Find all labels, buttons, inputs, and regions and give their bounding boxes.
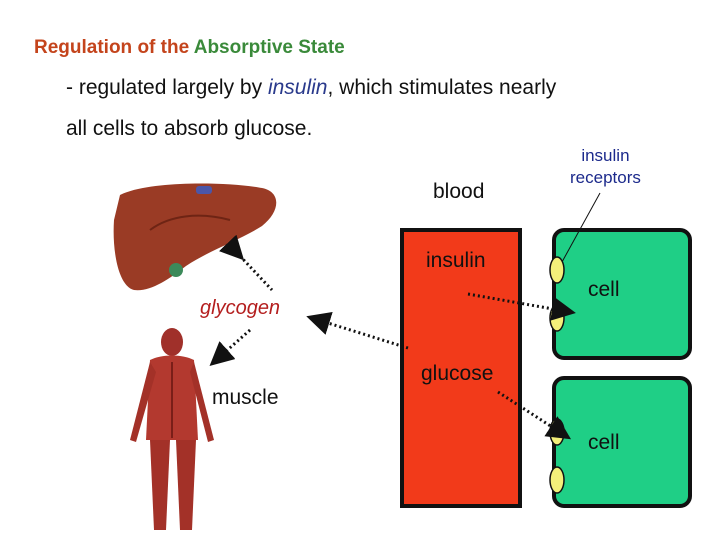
insulin-label: insulin — [426, 249, 486, 272]
arrow-insulin-cell — [467, 292, 576, 321]
blood-label: blood — [433, 180, 485, 203]
arrow-blood-glycogen — [306, 311, 409, 350]
receptors-label-line-2: receptors — [570, 168, 641, 187]
cell-top-label: cell — [588, 278, 620, 301]
cell-bottom-label: cell — [588, 431, 620, 454]
glucose-label: glucose — [421, 362, 494, 385]
arrow-liver-glycogen — [218, 234, 274, 292]
liver-image — [113, 183, 277, 291]
slide-title: Regulation of the Absorptive State — [34, 37, 345, 59]
insulin-receptor-1 — [549, 256, 565, 284]
bullet-insulin-word: insulin — [267, 76, 328, 99]
gallbladder-shape — [169, 263, 183, 277]
arrow-glycogen-muscle — [209, 328, 251, 366]
arrow-glucose-cell — [497, 390, 572, 440]
insulin-receptors-label: insulin receptors — [570, 145, 641, 189]
muscle-label: muscle — [212, 386, 279, 409]
bullet-text-post: , which stimulates nearly — [327, 76, 557, 99]
cell-top — [552, 228, 692, 360]
receptor-pointer-line — [561, 192, 601, 263]
muscle-figure-image — [130, 328, 214, 530]
glycogen-label: glycogen — [200, 297, 281, 319]
insulin-receptor-4 — [549, 466, 565, 494]
bullet-text-pre: - regulated largely by — [66, 76, 268, 99]
bullet-line-1: - regulated largely by insulin, which st… — [66, 76, 556, 100]
title-part-2: Absorptive State — [193, 37, 345, 58]
receptors-label-line-1: insulin — [581, 146, 630, 165]
bullet-line-2: all cells to absorb glucose. — [66, 117, 313, 140]
title-part-1: Regulation of the — [34, 37, 194, 58]
cell-bottom — [552, 376, 692, 508]
blood-vessel — [400, 228, 522, 508]
